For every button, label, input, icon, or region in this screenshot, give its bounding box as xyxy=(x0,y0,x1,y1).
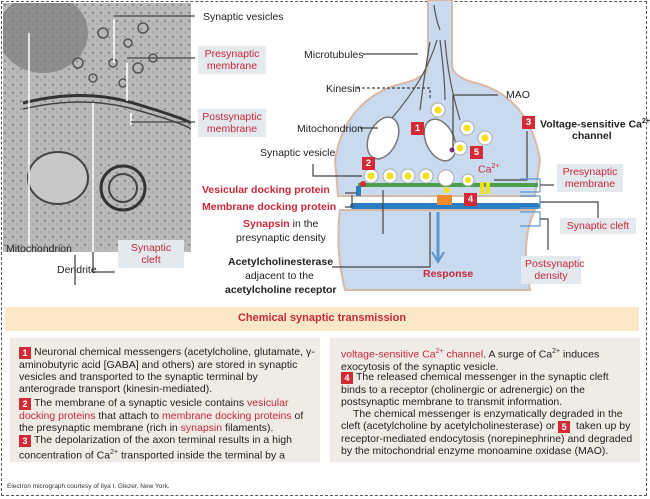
text-panel-left xyxy=(10,338,320,462)
label-postsynaptic-membrane: Postsynaptic membrane xyxy=(198,109,266,137)
micrograph-leader-lines xyxy=(74,15,195,285)
text-panel-right xyxy=(330,338,640,462)
label-channel: channel xyxy=(572,130,612,142)
label-synapsin: Synapsin in the xyxy=(243,218,319,230)
electron-micrograph xyxy=(3,3,191,252)
badge-3: 3 xyxy=(522,116,535,129)
label-adjacent-to: adjacent to the xyxy=(245,270,314,282)
badge-4: 4 xyxy=(464,193,477,206)
badge-1: 1 xyxy=(411,122,424,135)
label-mitochondrion-em: Mitochondrion xyxy=(6,243,72,255)
label-kinesin: Kinesin xyxy=(326,83,361,95)
label-synaptic-vesicle: Synaptic vesicle xyxy=(260,147,336,159)
label-ca: Ca2+ xyxy=(478,163,500,176)
label-vesicular-docking-protein: Vesicular docking protein xyxy=(202,184,330,196)
badge-inline-1: 1 xyxy=(19,347,31,359)
label-membrane-docking-protein: Membrane docking protein xyxy=(202,201,337,213)
label-synaptic-cleft-diagram: Synaptic cleft xyxy=(560,218,636,234)
label-mitochondrion: Mitochondrion xyxy=(297,123,363,135)
label-dendrite: Dendrite xyxy=(57,264,97,276)
label-microtubules: Microtubules xyxy=(304,49,364,61)
label-voltage-sensitive-channel: Voltage-sensitive Ca2+ xyxy=(540,118,650,131)
label-acetylcholine-receptor: acetylcholine receptor xyxy=(225,284,337,296)
label-presynaptic-membrane: Presynaptic membrane xyxy=(198,46,266,74)
paragraph-3-cont: voltage-sensitive Ca2+ channel. A surge … xyxy=(341,348,600,373)
label-mao: MAO xyxy=(506,89,530,101)
section-banner: Chemical synaptic transmission xyxy=(5,307,639,331)
badge-inline-3: 3 xyxy=(19,435,31,447)
banner-title: Chemical synaptic transmission xyxy=(237,312,407,324)
badge-inline-2: 2 xyxy=(19,398,31,410)
label-postsynaptic-density: Postsynaptic density xyxy=(521,256,585,284)
badge-2: 2 xyxy=(362,157,375,170)
label-presynaptic-membrane-diagram: Presynaptic membrane xyxy=(557,164,623,192)
badge-inline-4: 4 xyxy=(341,372,353,384)
label-response: Response xyxy=(423,268,474,280)
label-synaptic-vesicles: Synaptic vesicles xyxy=(203,11,284,23)
synapse-schematic xyxy=(312,0,599,291)
badge-inline-5: 5 xyxy=(558,421,571,434)
badge-5: 5 xyxy=(470,146,483,159)
label-presynaptic-density: presynaptic density xyxy=(236,232,326,244)
credit-line: Electron micrograph courtesy of Ilya I. … xyxy=(7,483,170,490)
label-acetylcholinesterase: Acetylcholinesterase xyxy=(228,256,334,268)
label-synaptic-cleft-em: Synaptic cleft xyxy=(118,240,184,268)
paragraph-5: The chemical messenger is enzymatically … xyxy=(341,408,633,458)
